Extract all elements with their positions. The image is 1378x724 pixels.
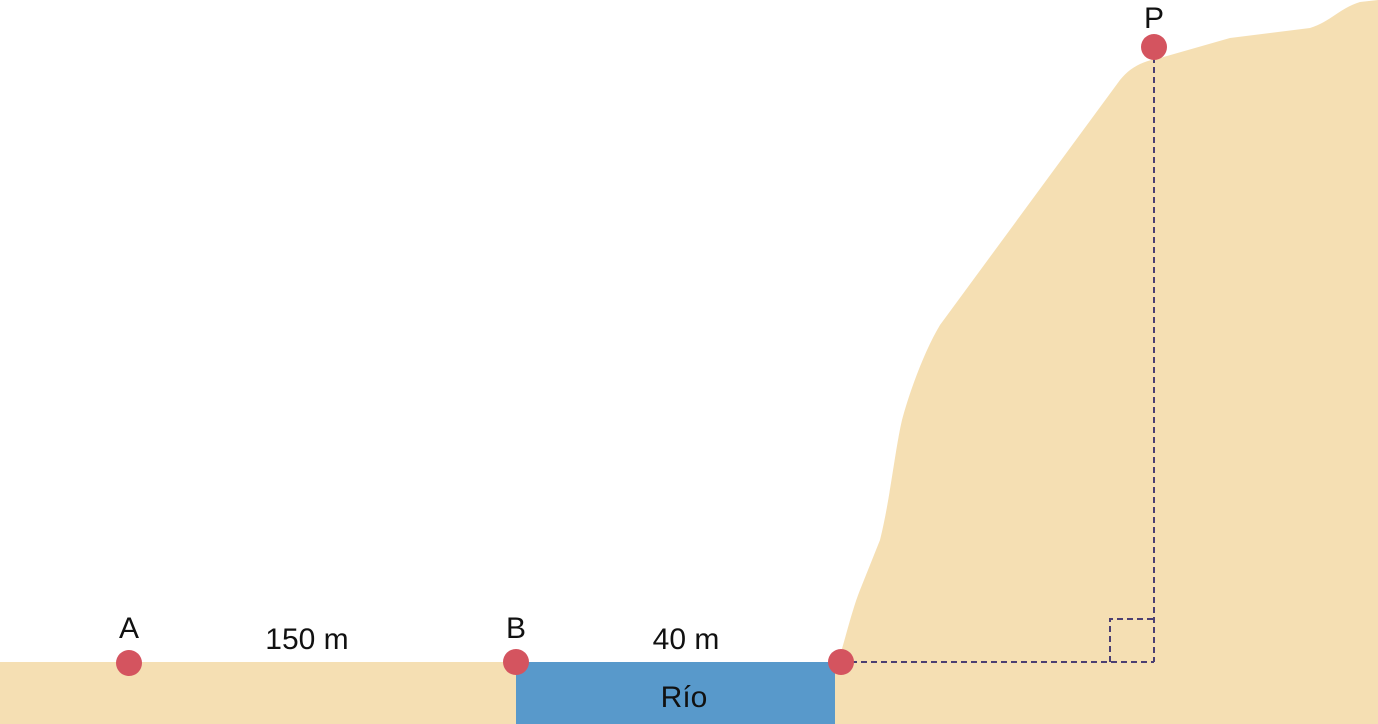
point-b [503, 649, 529, 675]
point-riverbank [828, 649, 854, 675]
distance-river: 40 m [653, 623, 720, 656]
distance-ab: 150 m [265, 623, 348, 656]
river [516, 662, 835, 724]
right-angle-marker [1109, 618, 1154, 662]
label-p: P [1144, 2, 1164, 35]
label-b: B [506, 612, 526, 645]
river-label: Río [661, 681, 708, 714]
point-a [116, 650, 142, 676]
point-p [1141, 34, 1167, 60]
height-dashed-lines [841, 47, 1155, 663]
cliff [838, 0, 1378, 724]
label-a: A [119, 612, 139, 645]
